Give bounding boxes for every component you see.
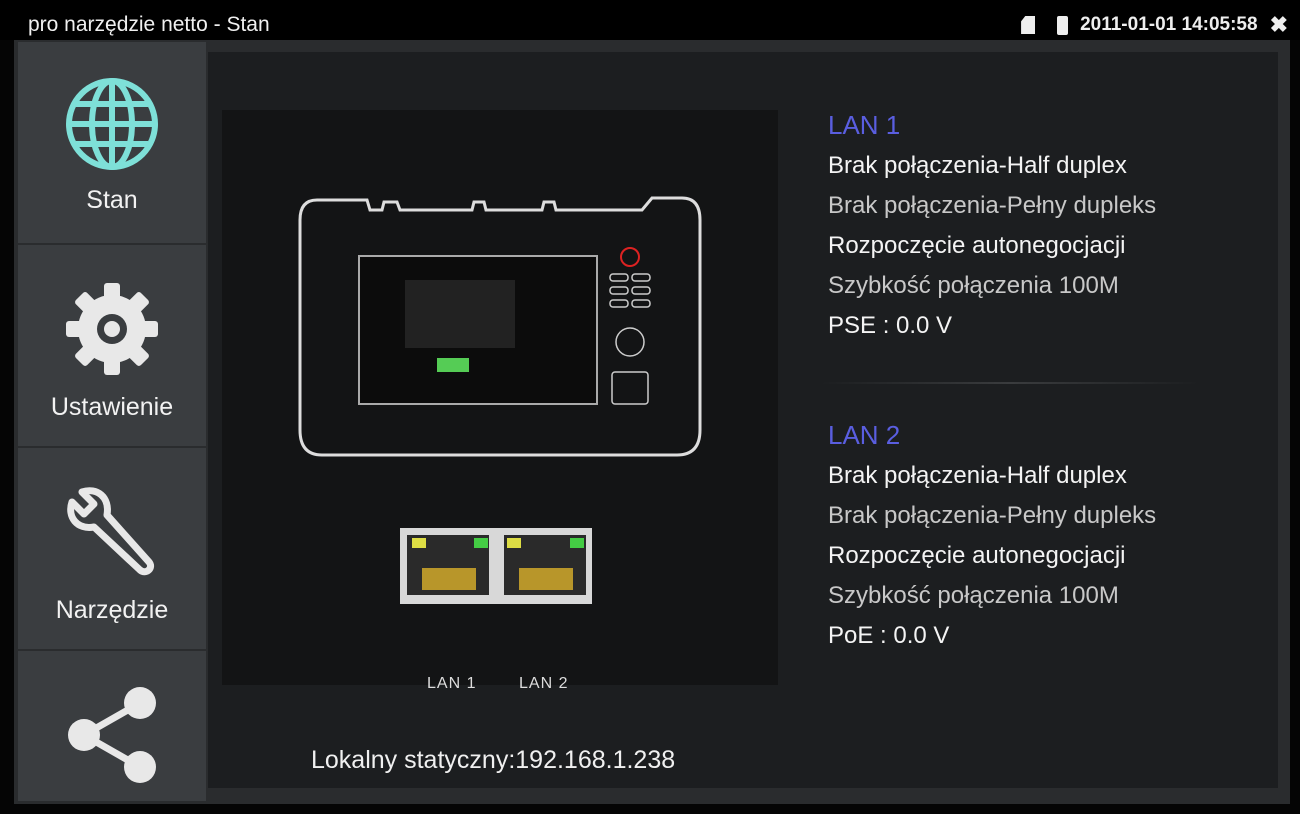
datetime: 2011-01-01 14:05:58 bbox=[1080, 14, 1258, 35]
gear-icon bbox=[66, 283, 158, 375]
wrench-icon bbox=[67, 487, 155, 576]
sidebar-item-label: Stan bbox=[86, 186, 138, 214]
port-label-lan1: LAN 1 bbox=[427, 675, 477, 692]
lan2-duplex-a: Brak połączenia-Half duplex bbox=[828, 462, 1127, 489]
local-ip: Lokalny statyczny:192.168.1.238 bbox=[311, 746, 676, 774]
lan2-status: LAN 2 Brak połączenia-Half duplex Brak p… bbox=[828, 420, 1268, 650]
sidebar-item-narzedzie[interactable]: Narzędzie bbox=[18, 448, 206, 651]
main-panel: LAN 1 LAN 2 Lokalny statyczny:192.168.1.… bbox=[208, 52, 1278, 788]
lan1-speed: Szybkość połączenia 100M bbox=[828, 272, 1119, 299]
window-title: pro narzędzie netto - Stan bbox=[28, 13, 270, 36]
top-bar: pro narzędzie netto - Stan 2011-01-01 14… bbox=[0, 0, 1300, 40]
lan1-duplex-b: Brak połączenia-Pełny dupleks bbox=[828, 192, 1157, 219]
port-label-lan2: LAN 2 bbox=[519, 675, 569, 692]
lan2-power: PoE : 0.0 V bbox=[828, 622, 950, 649]
lan2-title: LAN 2 bbox=[828, 420, 901, 450]
sidebar-item-label: Narzędzie bbox=[55, 596, 169, 624]
lan2-duplex-b: Brak połączenia-Pełny dupleks bbox=[828, 502, 1157, 529]
sidebar: Stan Ustawienie Narzędzie bbox=[18, 42, 206, 802]
rj45-ports bbox=[400, 528, 592, 604]
lan1-negotiation: Rozpoczęcie autonegocjacji bbox=[828, 232, 1126, 259]
divider bbox=[820, 382, 1200, 384]
lan1-status: LAN 1 Brak połączenia-Half duplex Brak p… bbox=[828, 110, 1268, 340]
sd-card-icon bbox=[1021, 16, 1036, 34]
device-picture: LAN 1 LAN 2 bbox=[222, 110, 778, 692]
status-area: 2011-01-01 14:05:58 ✖ bbox=[1021, 12, 1288, 38]
sidebar-item-stan[interactable]: Stan bbox=[18, 42, 206, 245]
sidebar-item-label: Ustawienie bbox=[50, 393, 174, 421]
lan1-title: LAN 1 bbox=[828, 110, 901, 140]
lan2-negotiation: Rozpoczęcie autonegocjacji bbox=[828, 542, 1126, 569]
close-icon[interactable]: ✖ bbox=[1269, 12, 1288, 37]
share-icon bbox=[68, 687, 156, 783]
sidebar-item-ustawienie[interactable]: Ustawienie bbox=[18, 245, 206, 448]
sidebar-item-share[interactable] bbox=[18, 651, 206, 801]
battery-icon bbox=[1057, 15, 1069, 35]
tester-device-image bbox=[298, 196, 702, 604]
lan1-duplex-a: Brak połączenia-Half duplex bbox=[828, 152, 1127, 179]
globe-icon bbox=[66, 78, 158, 170]
lan1-power: PSE : 0.0 V bbox=[828, 312, 953, 339]
lan2-speed: Szybkość połączenia 100M bbox=[828, 582, 1119, 609]
